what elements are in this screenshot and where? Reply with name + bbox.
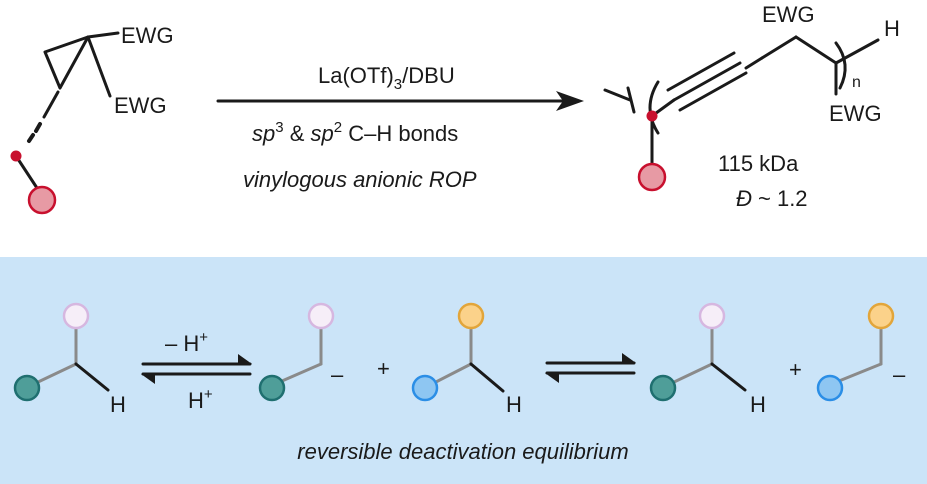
bond-ewg-bottom (86, 35, 112, 98)
cyclopropane-ring (43, 35, 90, 90)
reactive-carbon-dot (10, 150, 22, 162)
species-neutral-2: H (411, 302, 522, 417)
plus-sign-1: + (377, 356, 390, 381)
deprotonation-label: – H+ (165, 329, 208, 356)
polymer-backbone-dot (646, 110, 658, 122)
polymer-ewg-bottom: EWG (829, 101, 882, 126)
hydrogen-label-2: H (506, 392, 522, 417)
hydrogen-label-1: H (110, 392, 126, 417)
allene-bond-1 (42, 90, 60, 119)
allene-dash-2 (27, 133, 35, 143)
species-anion-2: – (816, 302, 906, 402)
repeat-count: n (852, 74, 861, 91)
allene-dash-1 (34, 122, 42, 133)
reagent-label: La(OTf)3/DBU (318, 63, 455, 93)
monomer-structure: EWG EWG (10, 23, 174, 215)
teal-substituent-circle (649, 374, 677, 402)
equilibrium-caption: reversible deactivation equilibrium (297, 439, 628, 464)
bond-types-label: sp3 & sp2 C–H bonds (252, 119, 458, 146)
polymer-ewg-top: EWG (762, 2, 815, 27)
substituent-circle (27, 185, 57, 215)
monomer-ewg-bottom: EWG (114, 93, 167, 118)
teal-substituent-circle (258, 374, 286, 402)
bond-to-substituent (14, 154, 39, 190)
anion-charge-2: – (893, 362, 906, 387)
equilibrium-panel (0, 257, 927, 484)
species-neutral-3: H (649, 302, 766, 417)
lavender-substituent-circle (62, 302, 90, 330)
equilibrium-arrows-1 (141, 354, 252, 384)
repeat-bracket-left (648, 80, 660, 135)
protonation-label: H+ (188, 386, 213, 413)
yellow-substituent-circle (457, 302, 485, 330)
alkyne-bond-2 (678, 71, 748, 112)
dispersity-label: Đ ~ 1.2 (736, 186, 808, 211)
plus-sign-2: + (789, 357, 802, 382)
method-label: vinylogous anionic ROP (243, 167, 477, 192)
yellow-substituent-circle (867, 302, 895, 330)
polymer-end-h: H (884, 16, 900, 41)
alkyne-bond-3 (666, 51, 736, 92)
species-anion-1: – (258, 302, 344, 402)
anion-charge-1: – (331, 362, 344, 387)
lavender-substituent-circle (307, 302, 335, 330)
teal-substituent-circle (13, 374, 41, 402)
equilibrium-arrows-2 (545, 353, 636, 383)
bond-ewg-top (86, 31, 120, 39)
species-neutral-1: H (13, 302, 126, 417)
repeat-bracket-right (834, 41, 847, 90)
polymer-structure: EWG EWG H n 115 kDa Đ ~ 1.2 (603, 2, 900, 211)
alkyne-bond-1 (672, 61, 742, 102)
lavender-substituent-circle (698, 302, 726, 330)
hydrogen-label-3: H (750, 392, 766, 417)
monomer-ewg-top: EWG (121, 23, 174, 48)
reaction-arrow (216, 91, 584, 111)
blue-substituent-circle (816, 374, 844, 402)
molar-mass-label: 115 kDa (718, 151, 799, 176)
blue-substituent-circle (411, 374, 439, 402)
polymer-substituent-circle (637, 162, 667, 192)
